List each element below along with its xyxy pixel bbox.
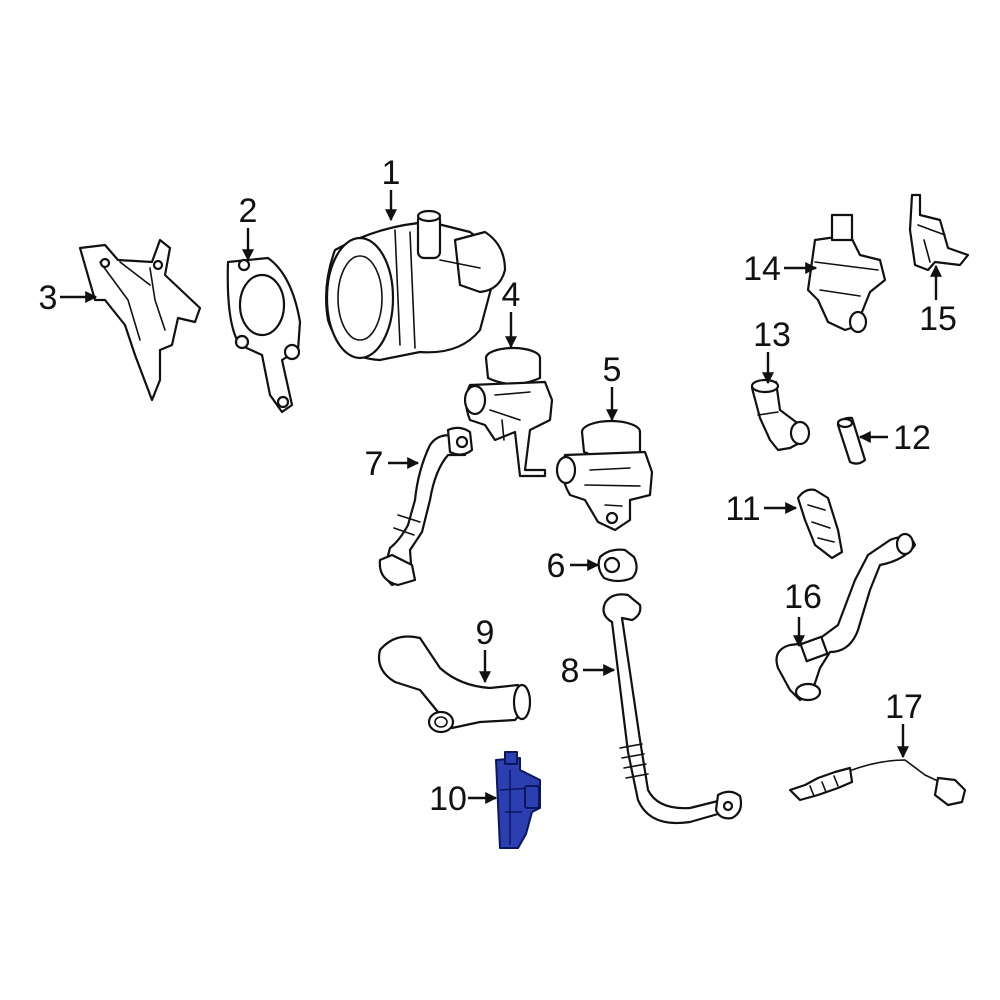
part-2-plate[interactable] — [226, 256, 302, 414]
callout-label-7: 7 — [365, 445, 384, 483]
callout-14: 14 — [743, 250, 818, 288]
callout-15: 15 — [919, 264, 957, 338]
callout-8: 8 — [561, 652, 616, 690]
callout-label-1: 1 — [382, 154, 401, 192]
callout-label-5: 5 — [603, 351, 622, 389]
part-14-valve[interactable] — [806, 213, 887, 334]
part-12-tube[interactable] — [836, 416, 867, 465]
callout-11: 11 — [725, 490, 798, 528]
callout-label-15: 15 — [919, 300, 957, 338]
callout-9: 9 — [476, 614, 495, 684]
callout-7: 7 — [365, 445, 420, 483]
part-11-clip[interactable] — [796, 488, 844, 560]
part-15-bracket[interactable] — [908, 193, 970, 272]
callout-label-16: 16 — [784, 578, 822, 616]
callout-1: 1 — [382, 154, 401, 222]
part-5-valve[interactable] — [555, 419, 654, 532]
callout-label-17: 17 — [885, 688, 923, 726]
callout-label-4: 4 — [502, 276, 521, 314]
part-17-sensor[interactable] — [788, 759, 967, 807]
callout-3: 3 — [39, 279, 98, 317]
part-4-valve[interactable] — [463, 346, 554, 478]
callout-label-8: 8 — [561, 652, 580, 690]
callout-label-14: 14 — [743, 250, 781, 288]
part-13-fitting[interactable] — [750, 378, 811, 452]
part-8-pipe[interactable] — [602, 593, 743, 825]
part-1-air-pump[interactable] — [325, 209, 507, 362]
callout-2: 2 — [239, 192, 258, 262]
part-10-solenoid-highlighted[interactable] — [495, 751, 541, 849]
callout-17: 17 — [885, 688, 923, 759]
callout-label-10: 10 — [429, 780, 467, 818]
callout-label-11: 11 — [725, 490, 760, 528]
part-7-pipe[interactable] — [378, 426, 474, 587]
callout-label-9: 9 — [476, 614, 495, 652]
callout-label-6: 6 — [547, 547, 566, 585]
callout-4: 4 — [502, 276, 521, 349]
part-6-gasket[interactable] — [597, 548, 638, 583]
callout-12: 12 — [858, 419, 931, 457]
callout-label-12: 12 — [893, 419, 931, 457]
part-3-bracket[interactable] — [78, 238, 202, 402]
callout-5: 5 — [603, 351, 622, 422]
part-16-hose[interactable] — [775, 532, 917, 702]
callout-13: 13 — [753, 316, 791, 385]
callout-label-13: 13 — [753, 316, 791, 354]
part-9-hose[interactable] — [377, 635, 532, 734]
callout-16: 16 — [784, 578, 822, 648]
callout-10: 10 — [429, 780, 498, 818]
callout-6: 6 — [547, 547, 600, 585]
callout-label-3: 3 — [39, 279, 58, 317]
callout-label-2: 2 — [239, 192, 258, 230]
